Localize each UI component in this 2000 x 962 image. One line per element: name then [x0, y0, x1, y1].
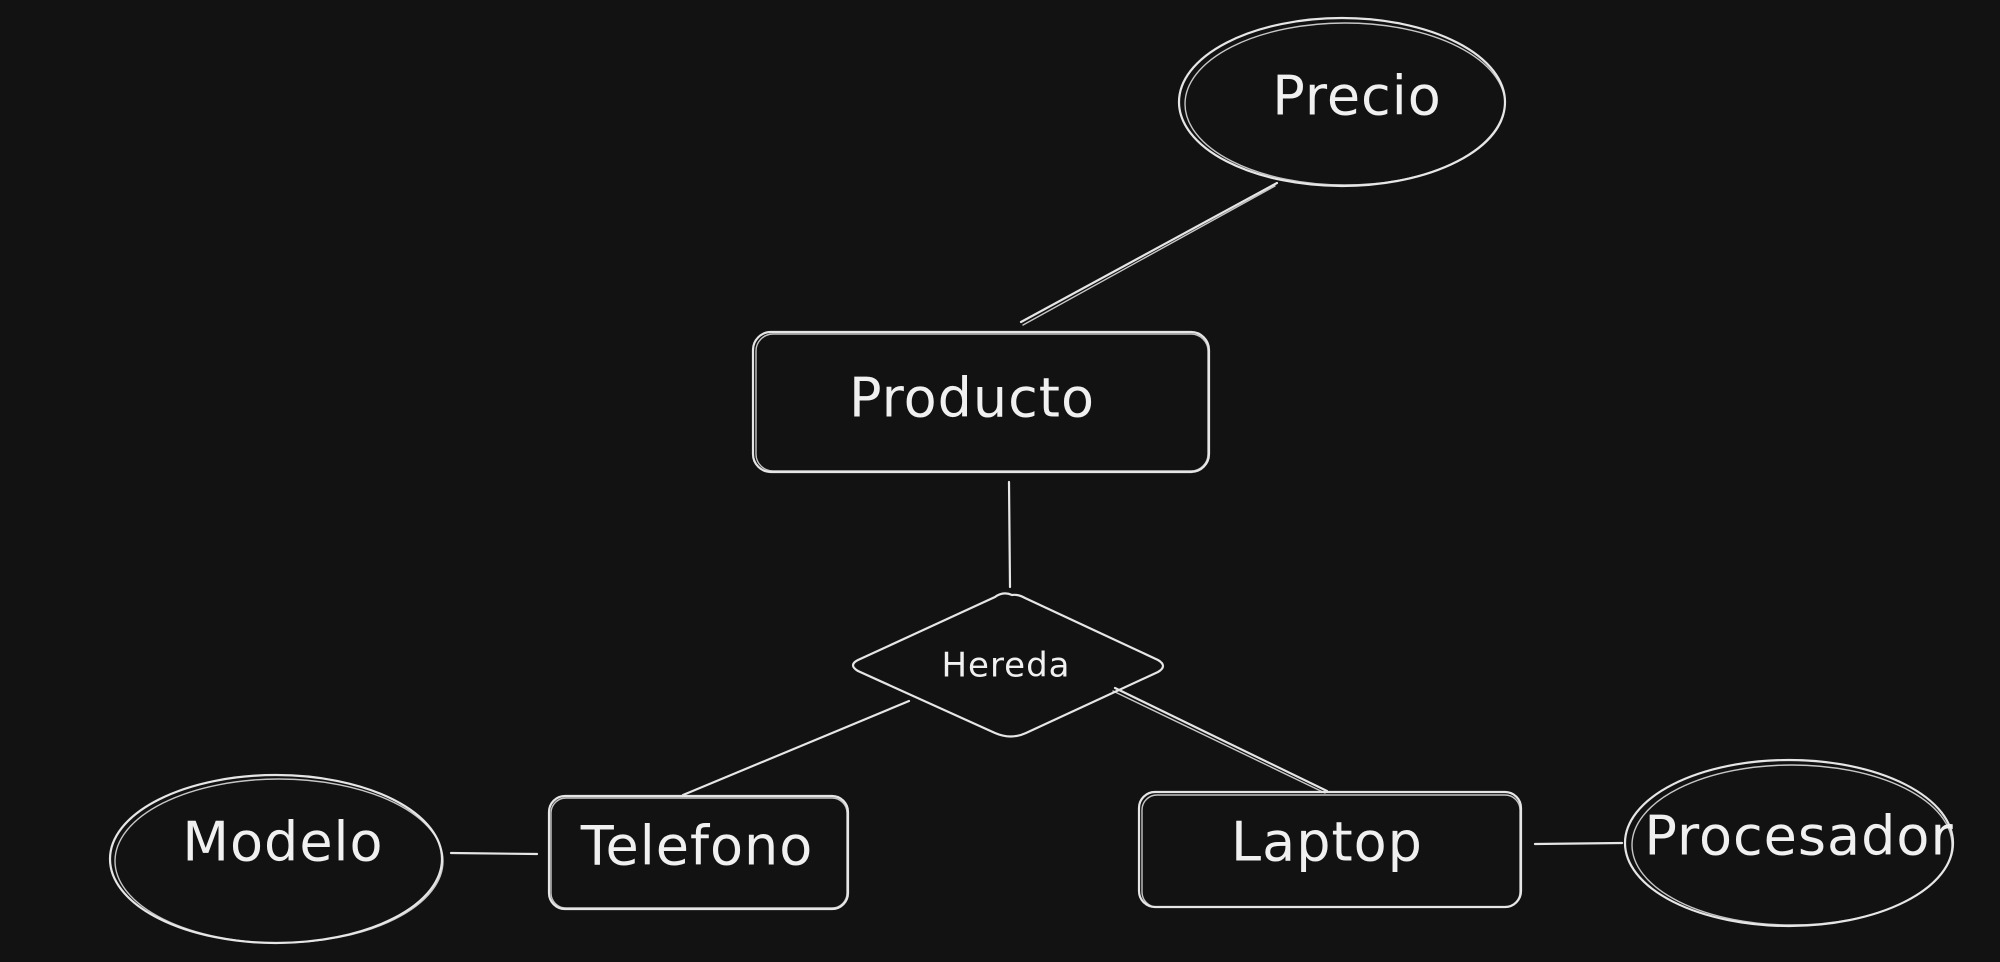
entity-telefono-box: [547, 794, 850, 911]
entity-laptop-label: Laptop: [1231, 811, 1423, 874]
connector-precio-producto: [1019, 181, 1279, 324]
attribute-modelo-ellipse-sketch: [114, 778, 444, 944]
entity-producto-box: [751, 330, 1211, 474]
entity-producto-box-sketch: [755, 333, 1209, 472]
entity-telefono-box-sketch: [550, 797, 848, 909]
attribute-modelo[interactable]: Modelo: [108, 773, 444, 945]
connector-hereda-laptop-sketch: [1112, 690, 1326, 794]
attribute-procesador[interactable]: Procesador: [1623, 758, 1955, 928]
entity-laptop[interactable]: Laptop: [1137, 790, 1523, 909]
attribute-precio-ellipse-sketch: [1184, 22, 1506, 186]
relationship-hereda-label: Hereda: [941, 646, 1070, 686]
relationship-hereda[interactable]: Hereda: [851, 592, 1165, 738]
relationship-hereda-diamond: [851, 592, 1165, 738]
attribute-procesador-label: Procesador: [1644, 805, 1953, 868]
attribute-procesador-ellipse-sketch: [1631, 764, 1953, 926]
entity-producto-label: Producto: [849, 367, 1095, 430]
connector-modelo-telefono: [449, 851, 539, 856]
attribute-precio[interactable]: Precio: [1177, 16, 1507, 188]
attribute-procesador-ellipse: [1623, 758, 1955, 928]
entity-producto[interactable]: Producto: [751, 330, 1211, 474]
entity-telefono[interactable]: Telefono: [547, 794, 850, 911]
connector-producto-hereda: [1007, 480, 1012, 589]
connector-precio-producto-sketch: [1022, 185, 1276, 326]
connector-laptop-procesador: [1533, 841, 1624, 846]
entity-telefono-label: Telefono: [580, 815, 814, 878]
entity-laptop-box-sketch: [1141, 794, 1521, 908]
attribute-modelo-label: Modelo: [182, 811, 383, 874]
attribute-precio-label: Precio: [1272, 65, 1442, 128]
connectors: [449, 181, 1624, 856]
connector-hereda-telefono: [681, 699, 911, 797]
connector-hereda-laptop: [1113, 686, 1329, 793]
